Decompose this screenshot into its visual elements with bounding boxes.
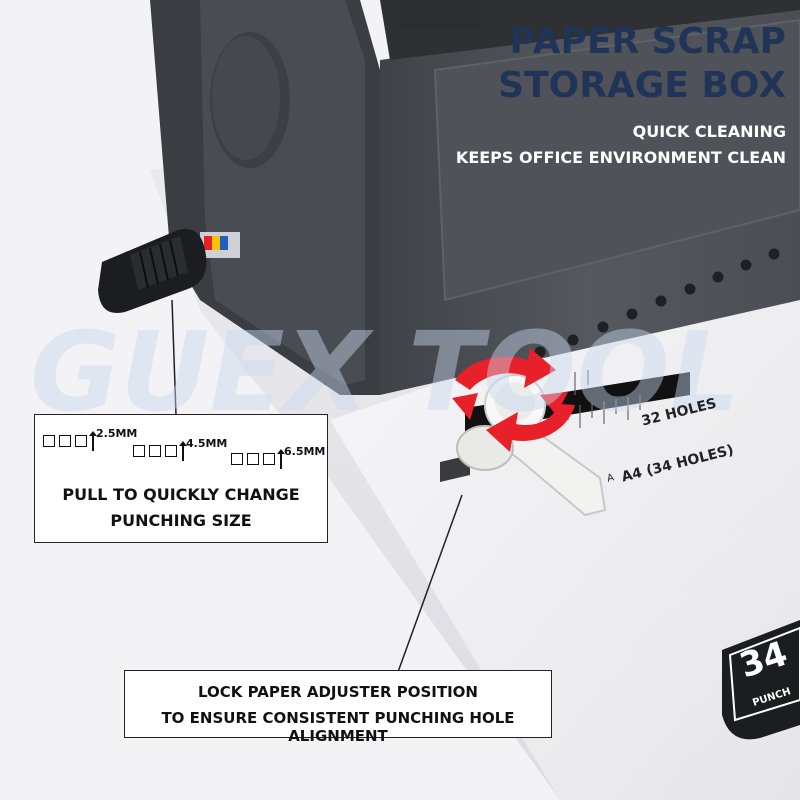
scale-ticks: [555, 370, 641, 428]
size-change-callout: 2.5MM 4.5MM 6.5MM PULL TO QUICKLY CHANGE…: [34, 414, 328, 543]
hole-square-icon: [43, 435, 55, 447]
subtitle-line-1: QUICK CLEANING: [632, 122, 786, 141]
size-callout-line-2: PUNCHING SIZE: [110, 511, 252, 530]
hole-square-icon: [59, 435, 71, 447]
hole-square-icon: [247, 453, 259, 465]
arrow-up-icon: [89, 431, 97, 451]
title-line-1: PAPER SCRAP: [509, 21, 787, 62]
leader-line-size: [171, 299, 177, 416]
leader-line-lock: [397, 494, 463, 673]
title-line-2: STORAGE BOX: [498, 65, 786, 106]
hole-square-icon: [165, 445, 177, 457]
size-selector-handle: [98, 228, 240, 314]
hole-square-icon: [75, 435, 87, 447]
size-row-2-5: 2.5MM: [43, 427, 137, 451]
lock-callout-line-1: LOCK PAPER ADJUSTER POSITION: [198, 683, 478, 701]
size-row-6-5: 6.5MM: [231, 445, 325, 469]
lock-adjuster-callout: LOCK PAPER ADJUSTER POSITION TO ENSURE C…: [124, 670, 552, 745]
arrow-up-icon: [179, 441, 187, 461]
hole-square-icon: [231, 453, 243, 465]
subtitle-line-2: KEEPS OFFICE ENVIRONMENT CLEAN: [455, 148, 786, 167]
size-row-4-5: 4.5MM: [133, 437, 227, 461]
size-label-2-5: 2.5MM: [96, 427, 138, 440]
hole-square-icon: [263, 453, 275, 465]
arrow-up-icon: [277, 449, 285, 469]
size-label-6-5: 6.5MM: [284, 445, 326, 458]
size-label-4-5: 4.5MM: [186, 437, 228, 450]
rotate-arrows-icon: [452, 348, 575, 452]
size-callout-line-1: PULL TO QUICKLY CHANGE: [62, 485, 300, 504]
hole-square-icon: [149, 445, 161, 457]
hole-square-icon: [133, 445, 145, 457]
lock-callout-line-2: TO ENSURE CONSISTENT PUNCHING HOLE ALIGN…: [161, 709, 515, 745]
